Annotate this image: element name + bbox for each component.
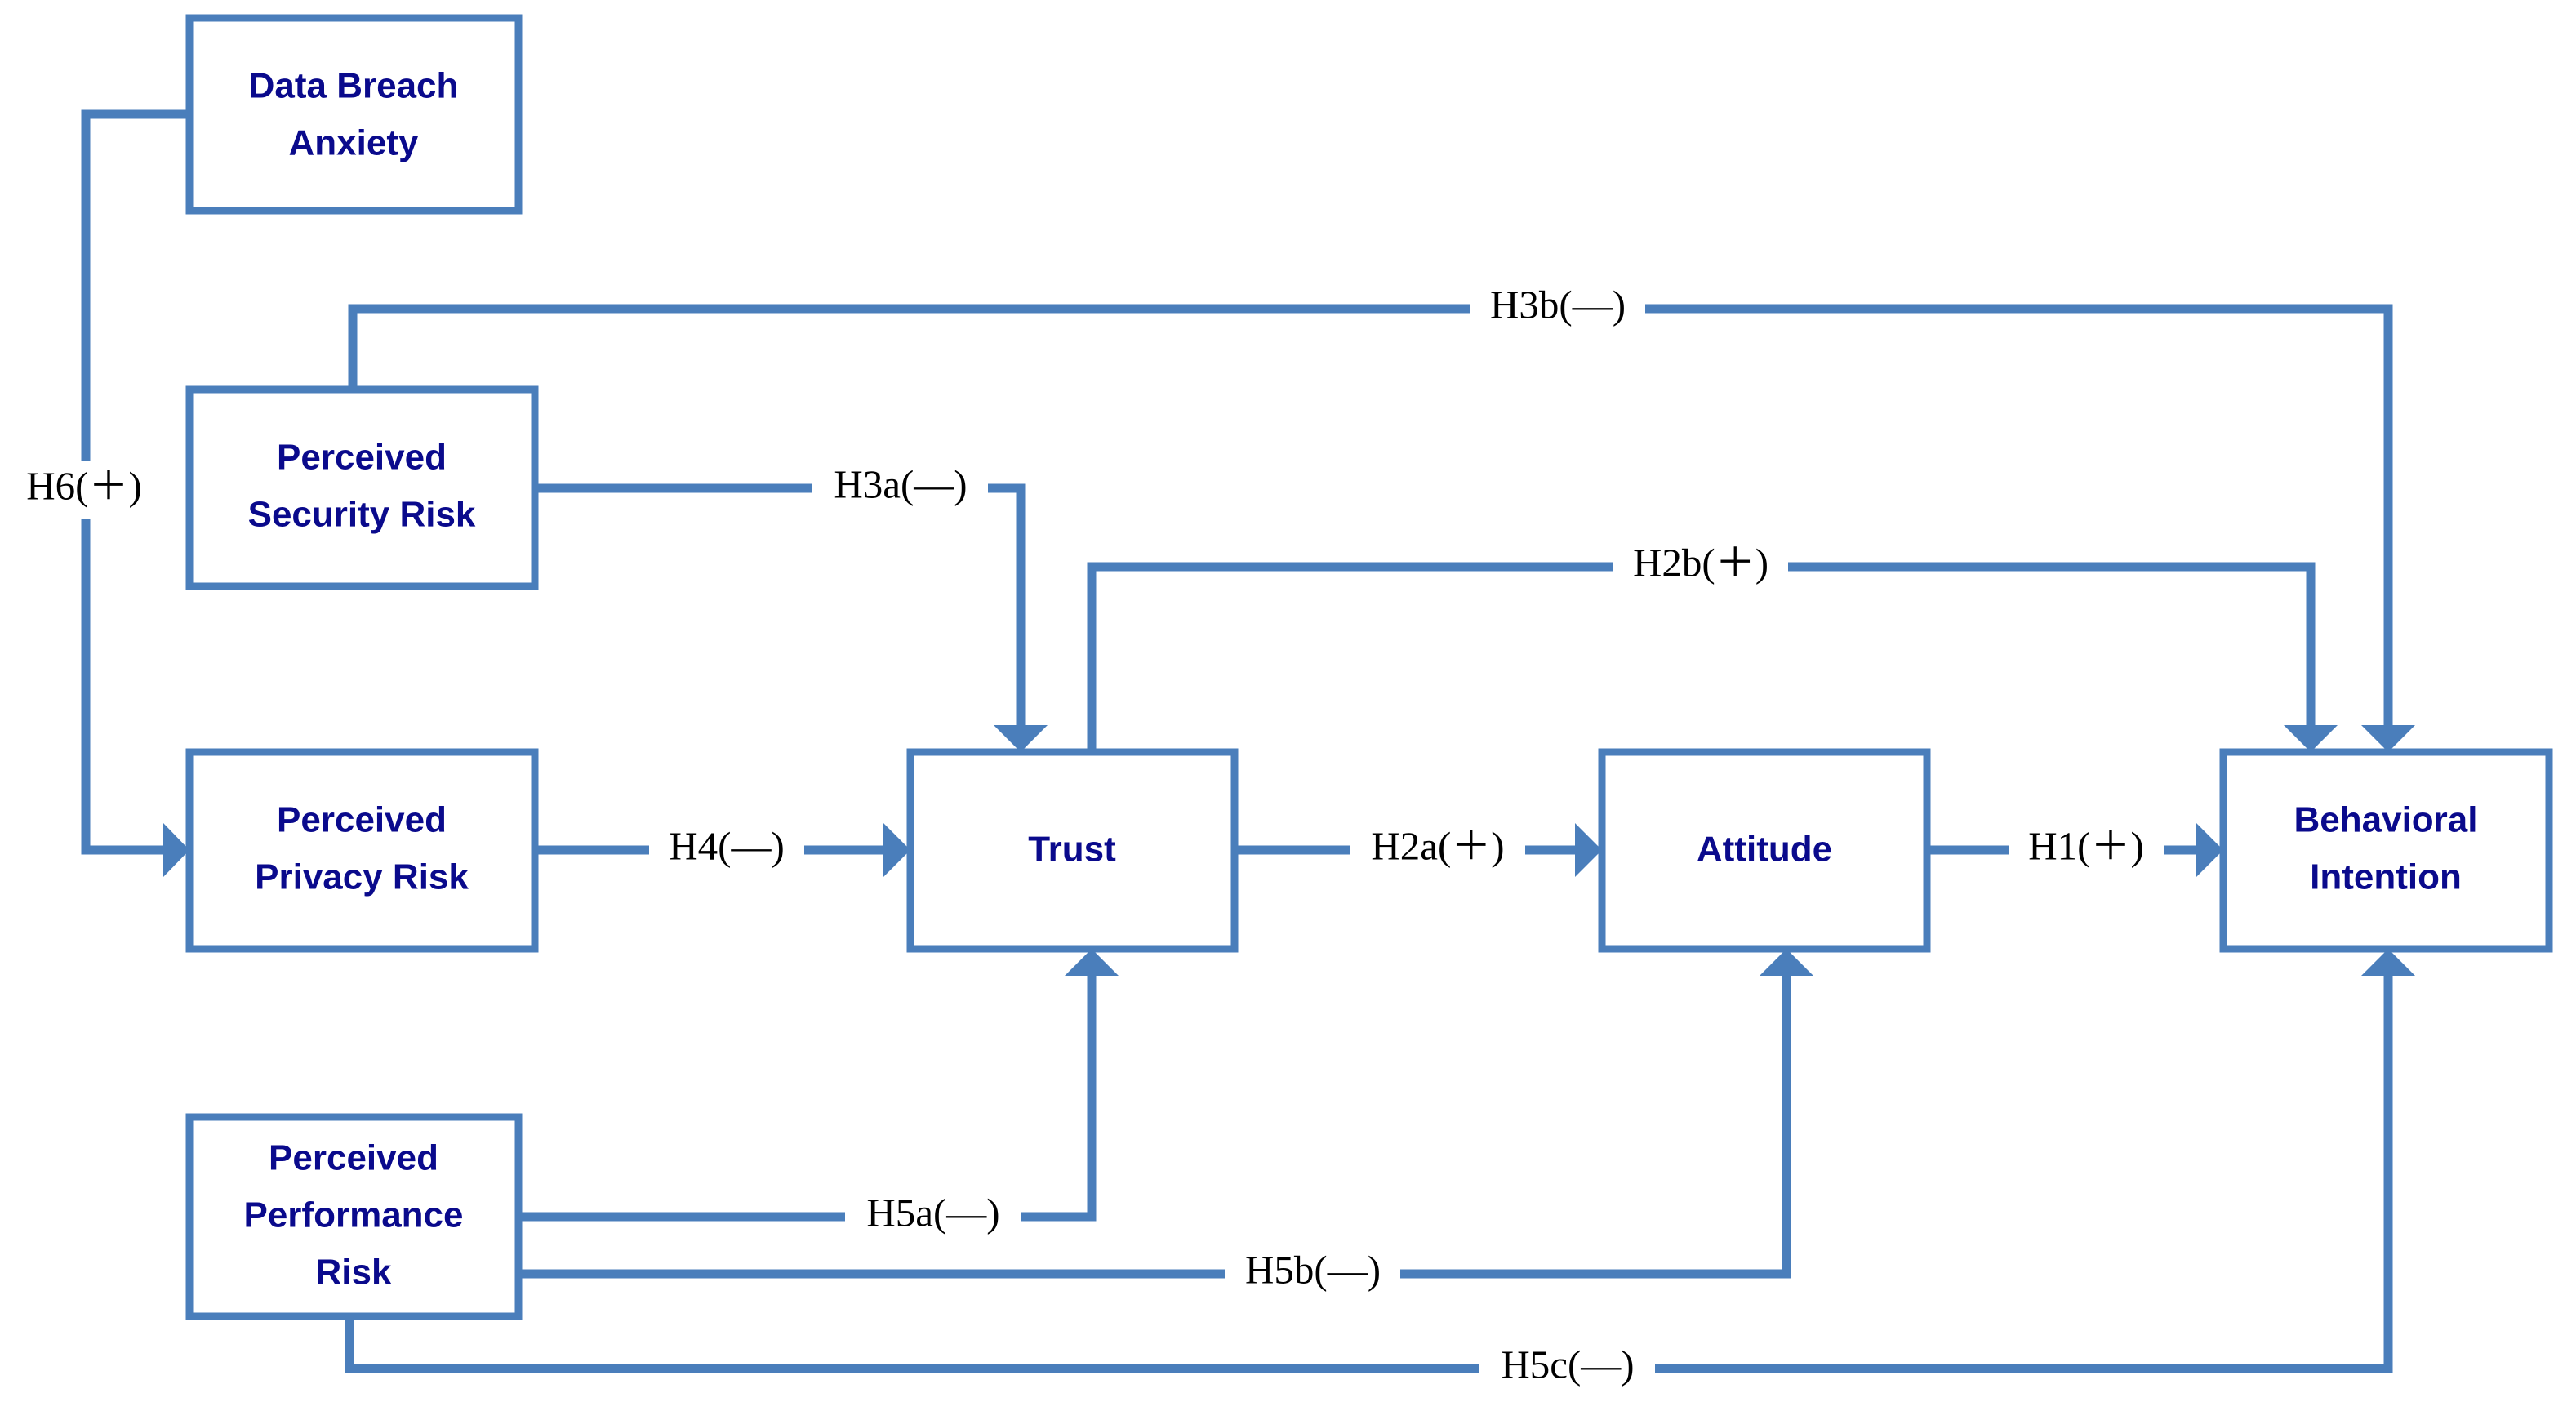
edge-h3b-arrowhead [2361, 725, 2415, 752]
edge-label-h5a-bg [845, 1190, 1021, 1244]
edge-label-h2b-group: H2b(＋) [1613, 540, 1788, 594]
edge-label-h6-bg [8, 461, 159, 519]
edge-label-h3b-group: H3b(—) [1470, 282, 1645, 336]
edge-label-h3a-group: H3a(—) [812, 461, 988, 515]
edge-h5b-arrowhead [1760, 949, 1813, 976]
edge-label-h5a-group: H5a(—) [845, 1190, 1021, 1244]
edge-label-h5c-bg [1479, 1342, 1655, 1395]
node-perceived-security-risk-label-line1: Perceived [277, 438, 447, 478]
node-perceived-performance-risk-label-line1: Perceived [269, 1138, 438, 1178]
edge-label-h4-group: H4(—) [649, 823, 804, 877]
edge-label-h2b: H2b(＋) [1633, 540, 1768, 585]
node-attitude[interactable]: Attitude [1598, 748, 1931, 953]
edge-label-h2a-group: H2a(＋) [1350, 823, 1525, 877]
node-perceived-performance-risk[interactable]: Perceived Performance Risk [185, 1113, 523, 1320]
edge-label-h3b: H3b(—) [1490, 282, 1626, 327]
edge-label-h5b-bg [1225, 1247, 1400, 1301]
node-data-breach-anxiety[interactable]: Data Breach Anxiety [185, 14, 523, 215]
edge-h2b-arrowhead [2284, 725, 2338, 752]
node-perceived-privacy-risk[interactable]: Perceived Privacy Risk [185, 748, 539, 953]
edge-label-h2a-bg [1350, 823, 1525, 877]
node-perceived-performance-risk-box[interactable] [185, 1113, 523, 1320]
edge-h6-arrowhead [163, 823, 189, 877]
node-attitude-label: Attitude [1697, 830, 1832, 870]
node-perceived-security-risk-box[interactable] [185, 385, 539, 590]
edge-label-h2b-bg [1613, 540, 1788, 594]
node-perceived-privacy-risk-box[interactable] [185, 748, 539, 953]
edge-label-h5c-group: H5c(—) [1479, 1342, 1655, 1395]
edge-label-h2a: H2a(＋) [1371, 823, 1504, 868]
node-perceived-privacy-risk-label-line1: Perceived [277, 800, 447, 840]
edge-h3b-path [348, 304, 2393, 725]
node-perceived-privacy-risk-label-line2: Privacy Risk [255, 857, 469, 897]
node-data-breach-anxiety-box[interactable] [185, 14, 523, 215]
node-behavioral-intention-label-line2: Intention [2310, 857, 2462, 897]
node-trust[interactable]: Trust [906, 748, 1239, 953]
node-attitude-box[interactable] [1598, 748, 1931, 953]
edge-h3a-path [535, 483, 1026, 725]
edge-h5a-arrowhead [1065, 949, 1119, 976]
edge-label-h6: H6(＋) [26, 463, 142, 508]
edge-label-h6-group: H6(＋) [8, 461, 159, 519]
node-trust-box[interactable] [906, 748, 1239, 953]
node-perceived-security-risk-label-line2: Security Risk [248, 495, 476, 535]
node-behavioral-intention-label-line1: Behavioral [2294, 800, 2478, 840]
edge-h3a [535, 483, 1048, 752]
edge-label-h1-group: H1(＋) [2009, 823, 2164, 877]
edge-h5c-arrowhead [2361, 949, 2415, 976]
node-behavioral-intention[interactable]: Behavioral Intention [2219, 748, 2553, 953]
edge-h2b-path [1087, 562, 2316, 752]
node-perceived-performance-risk-label-line2: Performance [243, 1195, 463, 1235]
edge-label-h4-bg [649, 823, 804, 877]
edge-h1-arrowhead [2196, 823, 2223, 877]
edge-label-h3a: H3a(—) [834, 461, 967, 506]
edge-h5a-path [518, 976, 1097, 1222]
edge-h2b [1087, 562, 2338, 752]
node-perceived-security-risk[interactable]: Perceived Security Risk [185, 385, 539, 590]
edge-label-h3b-bg [1470, 282, 1645, 336]
edge-label-h5b: H5b(—) [1245, 1247, 1381, 1292]
edge-h5c-path [345, 976, 2393, 1373]
node-perceived-performance-risk-label-line3: Risk [316, 1253, 392, 1293]
edge-label-h1-bg [2009, 823, 2164, 877]
edge-h3a-arrowhead [994, 725, 1048, 752]
edge-label-h4: H4(—) [669, 823, 785, 868]
edge-label-h5c: H5c(—) [1501, 1342, 1634, 1387]
edge-h5b-path [518, 976, 1791, 1279]
edge-label-h5b-group: H5b(—) [1225, 1247, 1400, 1301]
node-behavioral-intention-box[interactable] [2219, 748, 2553, 953]
node-trust-label: Trust [1028, 830, 1116, 870]
edge-h5c [345, 949, 2415, 1373]
edge-h3b [348, 304, 2415, 752]
node-data-breach-anxiety-label-line1: Data Breach [249, 66, 459, 106]
edge-h4-arrowhead [883, 823, 910, 877]
node-data-breach-anxiety-label-line2: Anxiety [289, 123, 419, 163]
edge-h5a [518, 949, 1119, 1222]
edge-h2a-arrowhead [1575, 823, 1602, 877]
edge-label-h1: H1(＋) [2028, 823, 2144, 868]
edge-h5b [518, 949, 1813, 1279]
edge-label-h5a: H5a(—) [866, 1190, 999, 1235]
edge-label-h3a-bg [812, 461, 988, 515]
